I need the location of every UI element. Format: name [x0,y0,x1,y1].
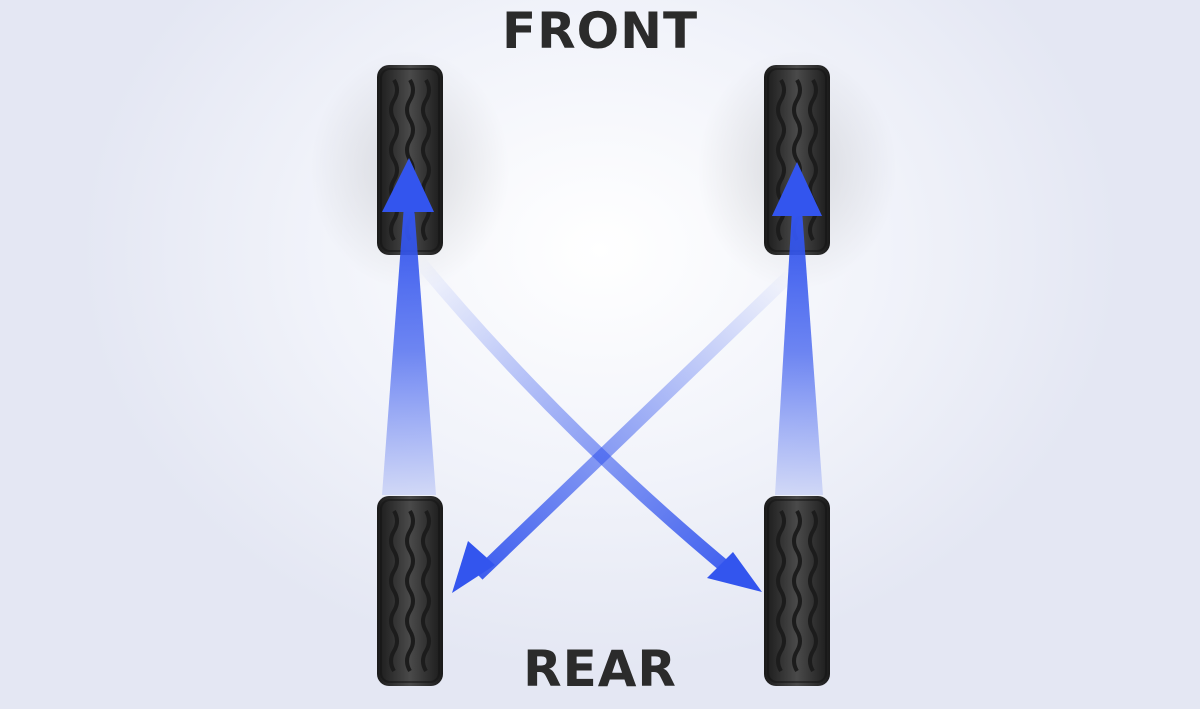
front-label: FRONT [501,2,699,60]
arrow-front-right-to-rear-left [452,270,795,593]
rear-label: REAR [523,640,677,698]
arrow-rear-left-to-front-left [382,158,436,495]
arrow-front-left-to-rear-right [415,257,762,592]
arrow-rear-right-to-front-right [772,162,823,495]
tire-rear-right [762,494,832,688]
tire-rear-left [375,494,445,688]
